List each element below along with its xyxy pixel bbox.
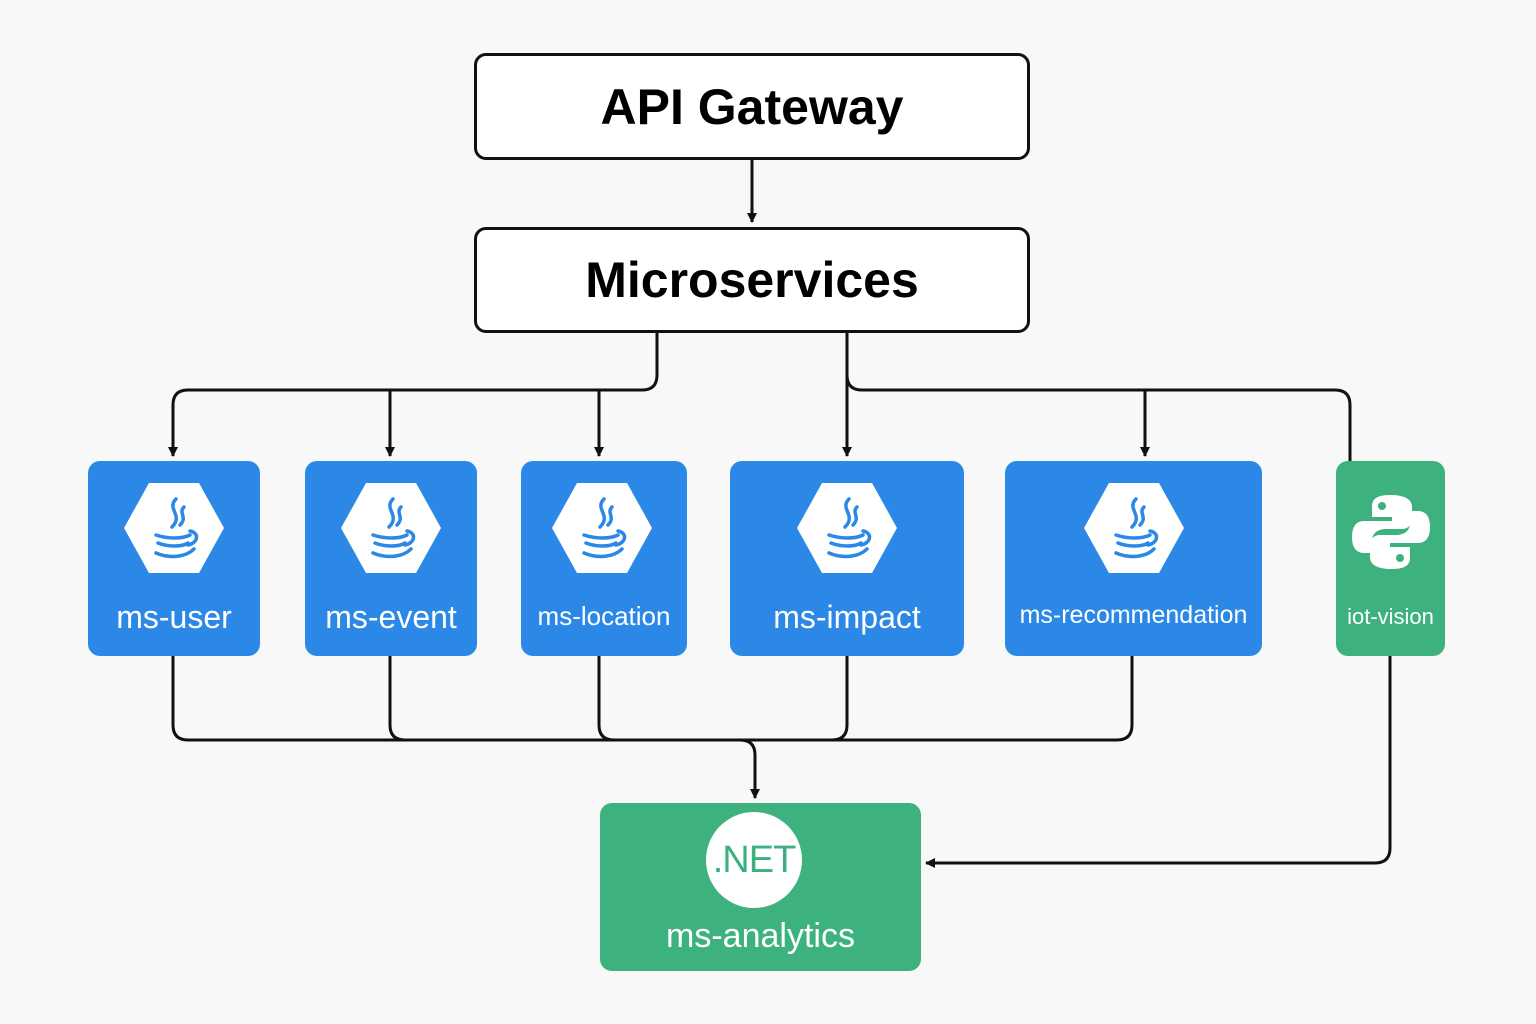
service-iot-vision: iot-vision [1336,461,1445,656]
ms-user-label: ms-user [116,599,232,635]
line-from-ms-user [171,656,1134,742]
api-gateway-box: API Gateway [474,53,1030,160]
service-ms-location: ms-location [521,461,687,656]
arrow-to-ms-analytics [739,738,760,799]
line-from-ms-impact [831,656,849,742]
dotnet-icon: .NET [706,812,802,908]
iot-vision-label: iot-vision [1347,604,1434,629]
microservices-label: Microservices [585,252,919,308]
line-from-ms-location [597,656,615,742]
java-icon [797,483,897,573]
python-icon [1352,495,1430,569]
service-ms-event: ms-event [305,461,477,656]
ms-location-label: ms-location [537,601,671,631]
arrow-iot-to-analytics [925,656,1392,868]
dotnet-badge-label: .NET [712,838,797,881]
service-ms-impact: ms-impact [730,461,964,656]
java-icon [1084,483,1184,573]
java-icon [552,483,652,573]
microservices-box: Microservices [474,227,1030,333]
service-ms-recommendation: ms-recommendation [1005,461,1262,656]
ms-impact-label: ms-impact [773,599,921,635]
ms-analytics-label: ms-analytics [666,917,855,955]
arrow-to-ms-user [168,333,659,457]
ms-event-label: ms-event [325,599,457,635]
api-gateway-label: API Gateway [600,78,904,135]
service-ms-analytics: .NET ms-analytics [600,803,921,971]
java-icon [124,483,224,573]
java-icon [341,483,441,573]
line-right-branch [845,374,1352,461]
line-from-ms-event [388,656,406,742]
service-ms-user: ms-user [88,461,260,656]
ms-recommendation-label: ms-recommendation [1019,601,1248,629]
